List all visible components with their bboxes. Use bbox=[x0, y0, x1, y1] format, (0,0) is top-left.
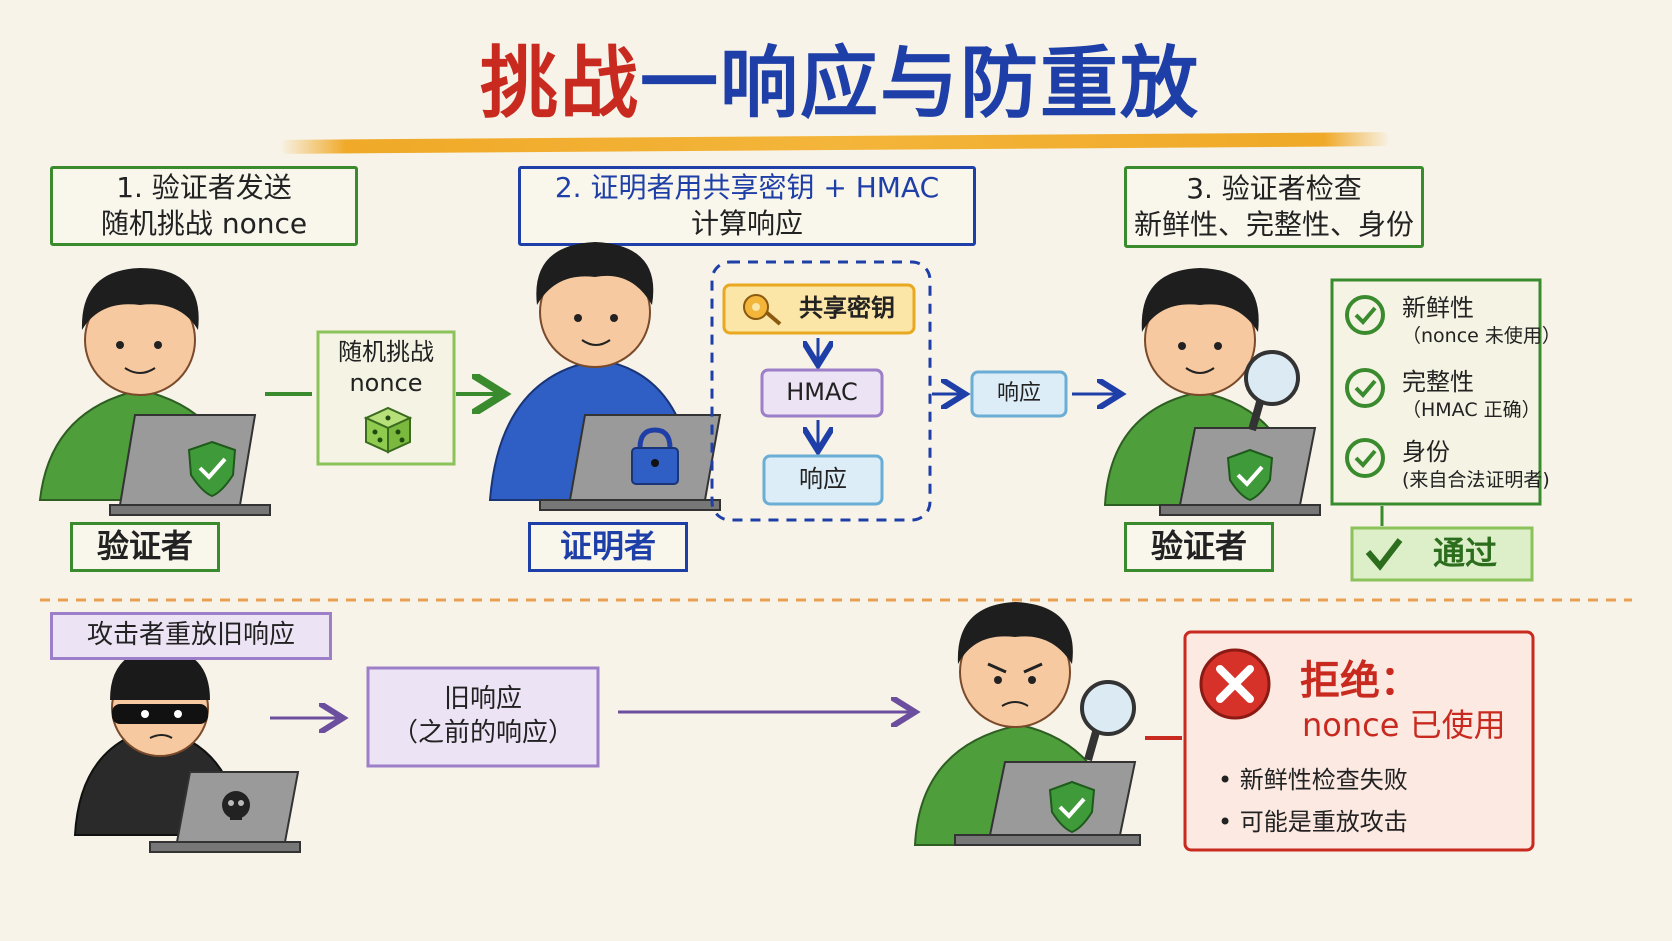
response-out-label: 响应 bbox=[996, 380, 1041, 406]
attacker-label-text: 攻击者重放旧响应 bbox=[86, 620, 295, 651]
check-sub: (来自合法证明者) bbox=[1402, 469, 1550, 492]
key-icon bbox=[743, 294, 782, 326]
check-sub: （nonce 未使用） bbox=[1402, 325, 1561, 348]
pass-badge: 通过 bbox=[1405, 530, 1525, 578]
check-integrity: 完整性 （HMAC 正确） bbox=[1392, 366, 1541, 424]
response-inner-label: 响应 bbox=[799, 465, 847, 494]
challenge-line1: 随机挑战 bbox=[338, 337, 434, 366]
verifier2-label-text: 验证者 bbox=[1150, 527, 1247, 566]
step3-line2: 新鲜性、完整性、身份 bbox=[1133, 208, 1414, 241]
step1-line1: 1. 验证者发送 bbox=[116, 170, 292, 204]
step3-line1: 3. 验证者检查 bbox=[1186, 171, 1362, 205]
replay-line1: 旧响应 bbox=[443, 684, 522, 715]
step2-line1: 2. 证明者用共享密钥 + HMAC bbox=[554, 170, 940, 204]
response-out-box: 响应 bbox=[972, 372, 1066, 416]
step2-box: 2. 证明者用共享密钥 + HMAC 计算响应 bbox=[518, 166, 976, 246]
shared-key-box: 共享密钥 bbox=[782, 287, 912, 331]
challenge-line2: nonce bbox=[349, 369, 423, 397]
skull-icon bbox=[222, 791, 250, 820]
verifier2-label: 验证者 bbox=[1124, 522, 1274, 572]
shared-key-label: 共享密钥 bbox=[799, 294, 895, 323]
verifier-label-text: 验证者 bbox=[96, 527, 193, 566]
step1-box: 1. 验证者发送 随机挑战 nonce bbox=[50, 166, 358, 246]
hmac-label: HMAC bbox=[786, 378, 858, 407]
prover-label: 证明者 bbox=[528, 522, 688, 572]
response-inner-box: 响应 bbox=[764, 456, 882, 504]
title-part1: 挑战 bbox=[479, 39, 640, 129]
dice-icon bbox=[363, 406, 413, 454]
pass-label: 通过 bbox=[1432, 534, 1497, 573]
check-identity: 身份 (来自合法证明者) bbox=[1392, 436, 1550, 494]
magnifier-icon bbox=[1244, 350, 1300, 432]
shield-check-icon bbox=[1048, 780, 1096, 834]
replay-box: 旧响应 （之前的响应） bbox=[368, 668, 598, 766]
step3-box: 3. 验证者检查 新鲜性、完整性、身份 bbox=[1124, 166, 1424, 248]
check-main: 完整性 bbox=[1402, 368, 1474, 396]
reject-bullet: • 新鲜性检查失败 bbox=[1218, 766, 1408, 794]
reject-bullet: • 可能是重放攻击 bbox=[1218, 808, 1408, 836]
cross-icon bbox=[1199, 648, 1271, 720]
attacker-label: 攻击者重放旧响应 bbox=[50, 612, 332, 660]
page-title: 挑战一响应与防重放 bbox=[300, 22, 1380, 132]
check-main: 新鲜性 bbox=[1402, 294, 1474, 322]
prover-figure bbox=[488, 242, 722, 511]
lock-icon bbox=[631, 427, 679, 485]
verifier-figure bbox=[38, 268, 271, 516]
check-freshness: 新鲜性 （nonce 未使用） bbox=[1392, 292, 1561, 350]
check-icon bbox=[1345, 295, 1385, 478]
reject-title: 拒绝： bbox=[1300, 658, 1420, 704]
title-part2: 一响应与防重放 bbox=[640, 39, 1201, 129]
hmac-box: HMAC bbox=[762, 370, 882, 416]
reject-subtitle: nonce 已使用 bbox=[1302, 706, 1506, 744]
step2-line2: 计算响应 bbox=[690, 207, 803, 240]
magnifier-icon bbox=[1080, 680, 1136, 762]
shield-check-icon bbox=[187, 440, 237, 498]
check-sub: （HMAC 正确） bbox=[1402, 399, 1541, 422]
challenge-box: 随机挑战 nonce bbox=[318, 336, 454, 400]
step1-line2: 随机挑战 nonce bbox=[100, 207, 308, 240]
shield-check-icon bbox=[1226, 448, 1274, 502]
verifier-label: 验证者 bbox=[70, 522, 220, 572]
attacker-figure bbox=[73, 648, 301, 853]
replay-line2: （之前的响应） bbox=[391, 718, 574, 748]
prover-label-text: 证明者 bbox=[559, 527, 656, 566]
check-main: 身份 bbox=[1402, 438, 1450, 466]
